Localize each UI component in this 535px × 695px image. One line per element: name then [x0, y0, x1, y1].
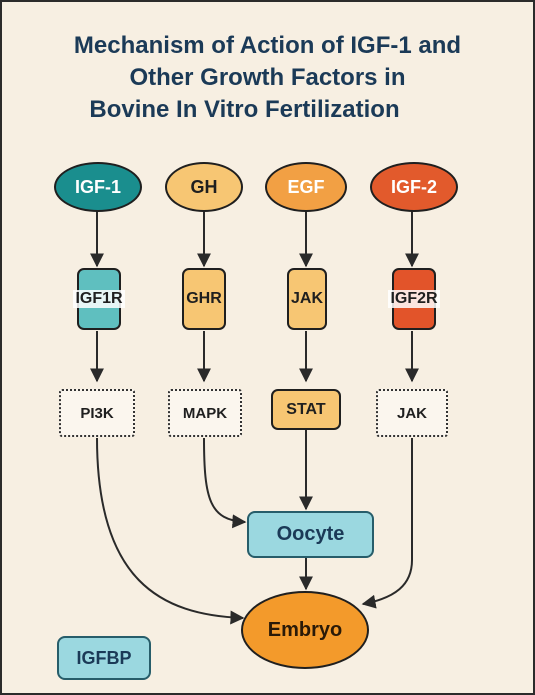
effector-pi3k: PI3K — [59, 389, 135, 437]
title-line-3: Bovine In Vitro Fertilization — [89, 96, 400, 123]
binding-protein-igfbp: IGFBP — [57, 636, 151, 680]
receptor-igf1r-label: IGF1R — [73, 290, 125, 308]
title-line-2: Other Growth Factors in — [129, 64, 406, 91]
effector-stat: STAT — [271, 389, 341, 430]
receptor-igf2r-label: IGF2R — [388, 290, 440, 308]
receptor-ghr: GHR — [182, 268, 226, 330]
ligand-igf1: IGF-1 — [54, 162, 142, 212]
diagram-title: Mechanism of Action of IGF-1 and Other G… — [0, 30, 535, 126]
effector-jak: JAK — [376, 389, 448, 437]
arrow-mapk-oocyte — [203, 437, 247, 529]
ligand-igf2: IGF-2 — [370, 162, 458, 212]
ligand-gh: GH — [165, 162, 243, 212]
target-oocyte: Oocyte — [247, 511, 374, 558]
arrow-jak-embryo — [361, 438, 413, 609]
title-line-1: Mechanism of Action of IGF-1 and — [73, 32, 462, 59]
target-embryo: Embryo — [241, 591, 369, 669]
receptor-jak: JAK — [287, 268, 327, 330]
arrow-pi3k-embryo — [96, 437, 245, 625]
effector-mapk: MAPK — [168, 389, 242, 437]
receptor-igf1r: IGF1R — [73, 268, 125, 330]
ligand-egf: EGF — [265, 162, 347, 212]
receptor-igf2r: IGF2R — [388, 268, 440, 330]
